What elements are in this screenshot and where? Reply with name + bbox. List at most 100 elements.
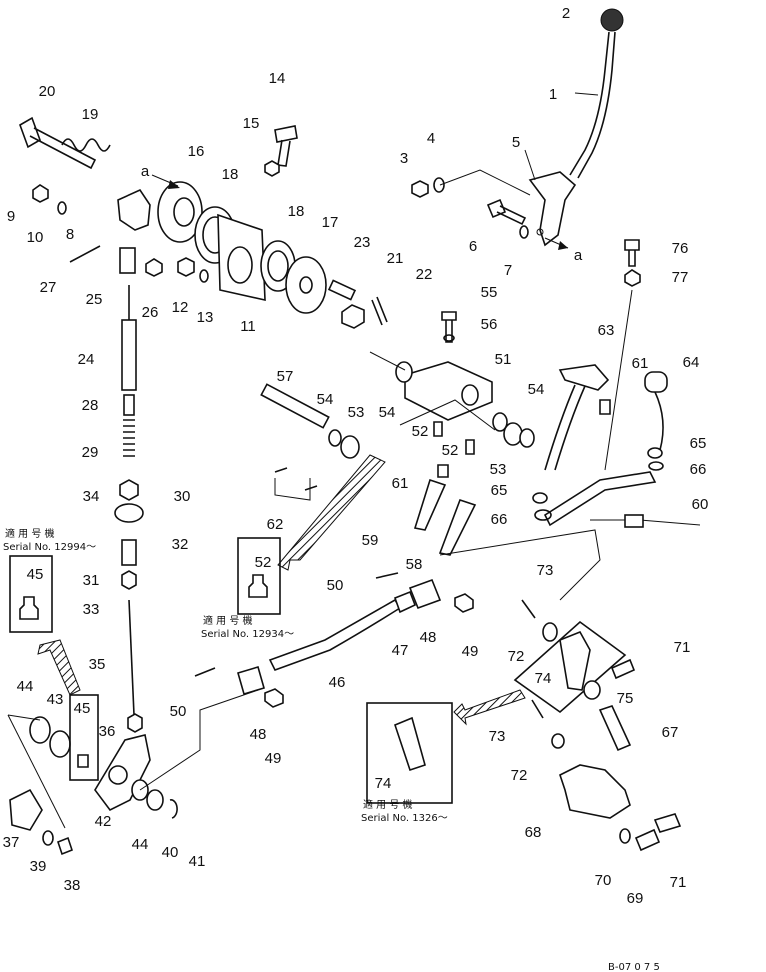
- note-n3a: 適 用 号 機: [363, 798, 413, 811]
- bracket-line-62: [274, 478, 311, 501]
- callout-c51: 51: [495, 351, 512, 368]
- callout-c71a: 71: [674, 639, 691, 656]
- callout-c41: 41: [189, 853, 206, 870]
- callout-c58: 58: [406, 556, 423, 573]
- callout-ca1: a: [141, 163, 150, 180]
- bracket-11: [217, 213, 266, 302]
- bolt-71b: [653, 813, 682, 833]
- bolt-55: [441, 311, 457, 343]
- lower-right-assembly: [453, 599, 682, 852]
- link-48b: [139, 689, 259, 791]
- callout-c21: 21: [387, 250, 404, 267]
- center-block-assembly: [260, 311, 535, 571]
- leader-1: [574, 92, 599, 96]
- callout-c31: 31: [83, 572, 100, 589]
- frame-45b: [69, 694, 99, 781]
- callout-c38: 38: [64, 877, 81, 894]
- end-47: [393, 590, 417, 614]
- callout-c74a: 74: [535, 670, 552, 687]
- connector-block: [624, 514, 644, 528]
- leader-3-4-line: [439, 169, 531, 196]
- nut-77: [624, 269, 641, 287]
- nut-15: [264, 160, 280, 177]
- callout-c44a: 44: [17, 678, 34, 695]
- callout-c1: 1: [549, 86, 557, 103]
- callout-c50a: 50: [327, 577, 344, 594]
- cotter-22: [371, 296, 388, 326]
- bushing-54c: [492, 412, 508, 432]
- fitting-52b: [465, 439, 475, 455]
- cable-assembly: [139, 572, 474, 791]
- callout-c27: 27: [40, 279, 57, 296]
- pin-73a: [521, 599, 536, 619]
- nut-30: [114, 503, 144, 523]
- bolt-71a: [610, 658, 636, 680]
- rod-76-line: [604, 289, 633, 471]
- nut-21: [341, 304, 365, 329]
- pin-73b: [531, 699, 544, 719]
- washer-56: [443, 334, 455, 342]
- washer-72b: [551, 733, 565, 749]
- block-51: [404, 361, 493, 421]
- callout-c53a: 53: [348, 404, 365, 421]
- callout-c52a: 52: [412, 423, 429, 440]
- callout-c20: 20: [39, 83, 56, 100]
- callout-c73b: 73: [489, 728, 506, 745]
- serial-box-45: [9, 555, 53, 633]
- callout-c52b: 52: [442, 442, 459, 459]
- rod-35: [128, 599, 135, 716]
- callout-c77: 77: [672, 269, 689, 286]
- bearing-53a: [340, 435, 360, 459]
- washer-66a: [648, 461, 664, 471]
- note-n2b: Serial No. 12934～: [201, 629, 294, 640]
- bracket-74: [559, 630, 591, 691]
- callout-c39: 39: [30, 858, 47, 875]
- bracket-11-hole: [227, 246, 253, 284]
- callout-c48a: 48: [420, 629, 437, 646]
- lever-bracket-hole: [536, 228, 544, 236]
- lever-60: [543, 471, 657, 527]
- callout-c50b: 50: [170, 703, 187, 720]
- bushing-54d: [519, 428, 535, 448]
- bellcrank-42-boss: [108, 765, 128, 785]
- pin-50b: [194, 667, 216, 677]
- note-n4: B-07 0 7 5: [608, 962, 660, 972]
- bushing-54a: [395, 361, 413, 383]
- washer-7: [519, 225, 529, 239]
- callout-c59: 59: [362, 532, 379, 549]
- callout-c61b: 61: [392, 475, 409, 492]
- connector-line: [590, 519, 701, 526]
- bracket-68: [559, 764, 631, 819]
- serial-box-52-frame: [237, 537, 281, 615]
- bolt-69: [634, 828, 661, 852]
- callout-c14: 14: [269, 70, 286, 87]
- vertical-rod-assembly: [114, 285, 144, 733]
- callout-c28: 28: [82, 397, 99, 414]
- arm-64: [654, 391, 664, 451]
- callout-c3: 3: [400, 150, 408, 167]
- callout-c62: 62: [267, 516, 284, 533]
- disk-17-hub: [299, 276, 313, 294]
- leader-5: [524, 149, 536, 181]
- hatched-arrow-diag: [277, 454, 386, 571]
- callout-c33: 33: [83, 601, 100, 618]
- bolt-49a: [454, 593, 474, 613]
- disk-16-hub: [173, 197, 195, 227]
- snapring-41: [169, 799, 178, 819]
- lever-59: [413, 478, 447, 531]
- serial-box-74-frame: [366, 702, 453, 804]
- note-n2a: 適 用 号 機: [203, 614, 253, 627]
- washer-72a: [542, 622, 558, 642]
- disk-17: [285, 256, 327, 314]
- bolt-26: [145, 258, 163, 277]
- callout-c42: 42: [95, 813, 112, 830]
- callout-c68: 68: [525, 824, 542, 841]
- callout-c43: 43: [47, 691, 64, 708]
- hatched-arrow-left: [453, 689, 526, 726]
- callout-c5: 5: [512, 134, 520, 151]
- bolt-14: [274, 125, 298, 167]
- arrow-a-left-head: [168, 180, 180, 189]
- callout-c72b: 72: [511, 767, 528, 784]
- bracket-line-52: [399, 399, 496, 431]
- nut-34: [119, 479, 139, 501]
